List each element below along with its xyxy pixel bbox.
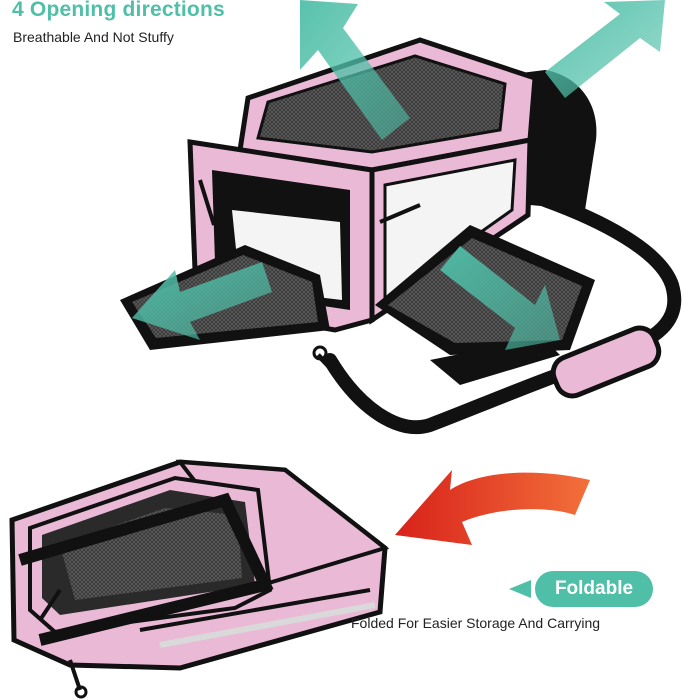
direction-arrow-icon: [300, 0, 410, 140]
subheadline: Breathable And Not Stuffy: [13, 29, 174, 45]
foldable-badge: Foldable: [535, 571, 653, 607]
folded-carrier: [9, 459, 390, 699]
fold-arrow-icon: [395, 470, 590, 545]
caption: Folded For Easier Storage And Carrying: [351, 615, 601, 631]
direction-arrow-icon: [440, 246, 560, 350]
direction-arrow-icon: [545, 0, 665, 98]
badge-pointer-icon: [509, 580, 531, 598]
direction-arrow-icon: [132, 262, 272, 340]
headline: 4 Opening directions: [12, 0, 225, 21]
open-carrier: [120, 37, 682, 435]
